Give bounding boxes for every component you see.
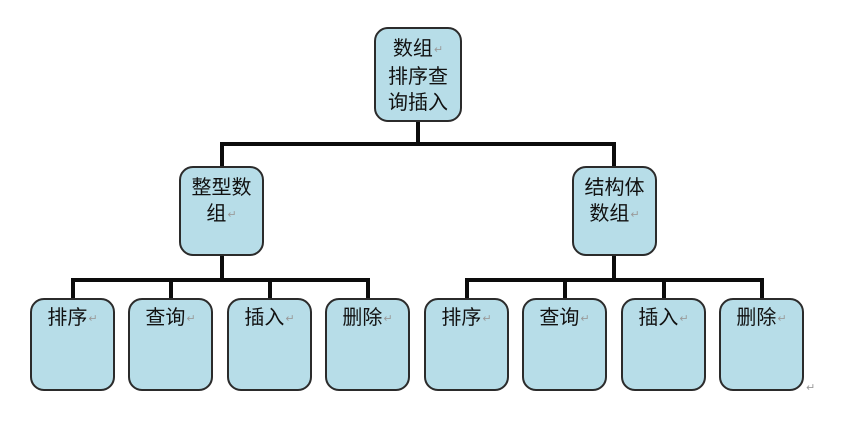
node-struct-array-line-1: 结构体	[584, 175, 645, 199]
connector-struct-stem	[612, 256, 616, 280]
paragraph-mark-icon: ↵	[580, 311, 590, 325]
connector-leaf-5	[563, 278, 567, 299]
leaf-node-line: 删除↵	[721, 304, 802, 332]
leaf-node-line: 查询↵	[524, 304, 605, 332]
node-int-array: 整型数 组↵	[179, 166, 264, 256]
leaf-node-label: 查询	[539, 305, 580, 329]
connector-to-int-array	[220, 142, 224, 167]
connector-int-stem	[220, 256, 224, 280]
root-node-array-operations: 数组↵ 排序查 询插入	[374, 27, 462, 122]
connector-leaf-2	[268, 278, 272, 299]
paragraph-mark-icon: ↵	[227, 207, 237, 221]
node-struct-array-text-2: 数组	[589, 201, 630, 225]
leaf-node-label: 删除	[342, 305, 383, 329]
connector-leaf-4	[465, 278, 469, 299]
connector-root-bar	[220, 142, 616, 146]
connector-leaf-1	[169, 278, 173, 299]
leaf-node-label: 排序	[441, 305, 482, 329]
connector-struct-bar	[465, 278, 764, 282]
node-struct-array-line-2: 数组↵	[574, 200, 655, 228]
leaf-node-line: 删除↵	[327, 304, 408, 332]
connector-leaf-6	[662, 278, 666, 299]
leaf-node-line: 插入↵	[623, 304, 704, 332]
leaf-node-query: 查询↵	[128, 298, 213, 391]
paragraph-mark-icon: ↵	[482, 311, 492, 325]
connector-leaf-7	[760, 278, 764, 299]
leaf-node-line: 插入↵	[229, 304, 310, 332]
paragraph-mark-icon: ↵	[285, 311, 295, 325]
leaf-node-insert: 插入↵	[227, 298, 312, 391]
paragraph-mark-icon: ↵	[679, 311, 689, 325]
paragraph-mark-icon: ↵	[433, 42, 444, 56]
leaf-node-line: 排序↵	[32, 304, 113, 332]
leaf-node-label: 排序	[47, 305, 88, 329]
leaf-node-insert: 插入↵	[621, 298, 706, 391]
root-node-line-1: 数组↵	[376, 35, 460, 63]
paragraph-mark-icon: ↵	[186, 311, 196, 325]
leaf-node-delete: 删除↵	[325, 298, 410, 391]
node-int-array-line-1: 整型数	[191, 175, 252, 199]
root-node-text-1: 数组	[392, 36, 433, 60]
node-struct-array: 结构体 数组↵	[572, 166, 657, 256]
connector-root-stem	[416, 122, 420, 144]
paragraph-mark-icon: ↵	[806, 381, 816, 394]
leaf-node-line: 查询↵	[130, 304, 211, 332]
leaf-node-sort: 排序↵	[30, 298, 115, 391]
leaf-node-label: 插入	[244, 305, 285, 329]
paragraph-mark-icon: ↵	[777, 311, 787, 325]
leaf-node-label: 插入	[638, 305, 679, 329]
paragraph-mark-icon: ↵	[88, 311, 98, 325]
leaf-node-delete: 删除↵	[719, 298, 804, 391]
connector-leaf-3	[366, 278, 370, 299]
node-int-array-line-2: 组↵	[181, 200, 262, 228]
leaf-node-label: 删除	[736, 305, 777, 329]
connector-leaf-0	[71, 278, 75, 299]
leaf-node-label: 查询	[145, 305, 186, 329]
connector-int-bar	[71, 278, 370, 282]
paragraph-mark-icon: ↵	[383, 311, 393, 325]
leaf-node-line: 排序↵	[426, 304, 507, 332]
paragraph-mark-icon: ↵	[630, 207, 640, 221]
leaf-node-sort: 排序↵	[424, 298, 509, 391]
connector-to-struct-array	[612, 142, 616, 167]
root-node-line-3: 询插入	[388, 89, 448, 114]
root-node-line-2: 排序查	[388, 63, 448, 88]
leaf-node-query: 查询↵	[522, 298, 607, 391]
node-int-array-text-2: 组	[206, 201, 227, 225]
